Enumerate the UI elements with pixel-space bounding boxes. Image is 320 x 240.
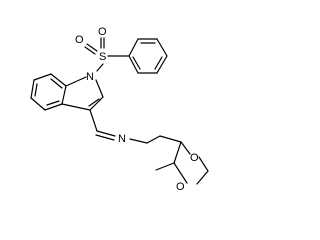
imine-nitrogen-label: N xyxy=(118,133,126,145)
dioxolane-ring xyxy=(155,141,209,185)
dioxolane-oxygen-label: O xyxy=(176,181,185,193)
molecule-svg: S O O N N O O xyxy=(30,26,209,193)
s-n-bond xyxy=(96,63,104,72)
methyl-bond xyxy=(155,162,175,171)
phenyl-ring xyxy=(128,38,168,74)
sulfonyl-oxygen-label: O xyxy=(98,26,107,38)
sulfur-label: S xyxy=(99,51,106,63)
indole-benzene-ring xyxy=(30,73,67,111)
chemical-structure-diagram: S O O N N O O xyxy=(30,26,209,193)
dioxolane-oxygen-label: O xyxy=(190,152,199,164)
sulfonyl-double-bonds xyxy=(84,37,105,55)
indole-nitrogen-label: N xyxy=(86,71,94,83)
indole-pyrrole-ring xyxy=(61,76,104,111)
imine-chain xyxy=(89,109,182,144)
sulfonyl-oxygen-label: O xyxy=(75,34,84,46)
